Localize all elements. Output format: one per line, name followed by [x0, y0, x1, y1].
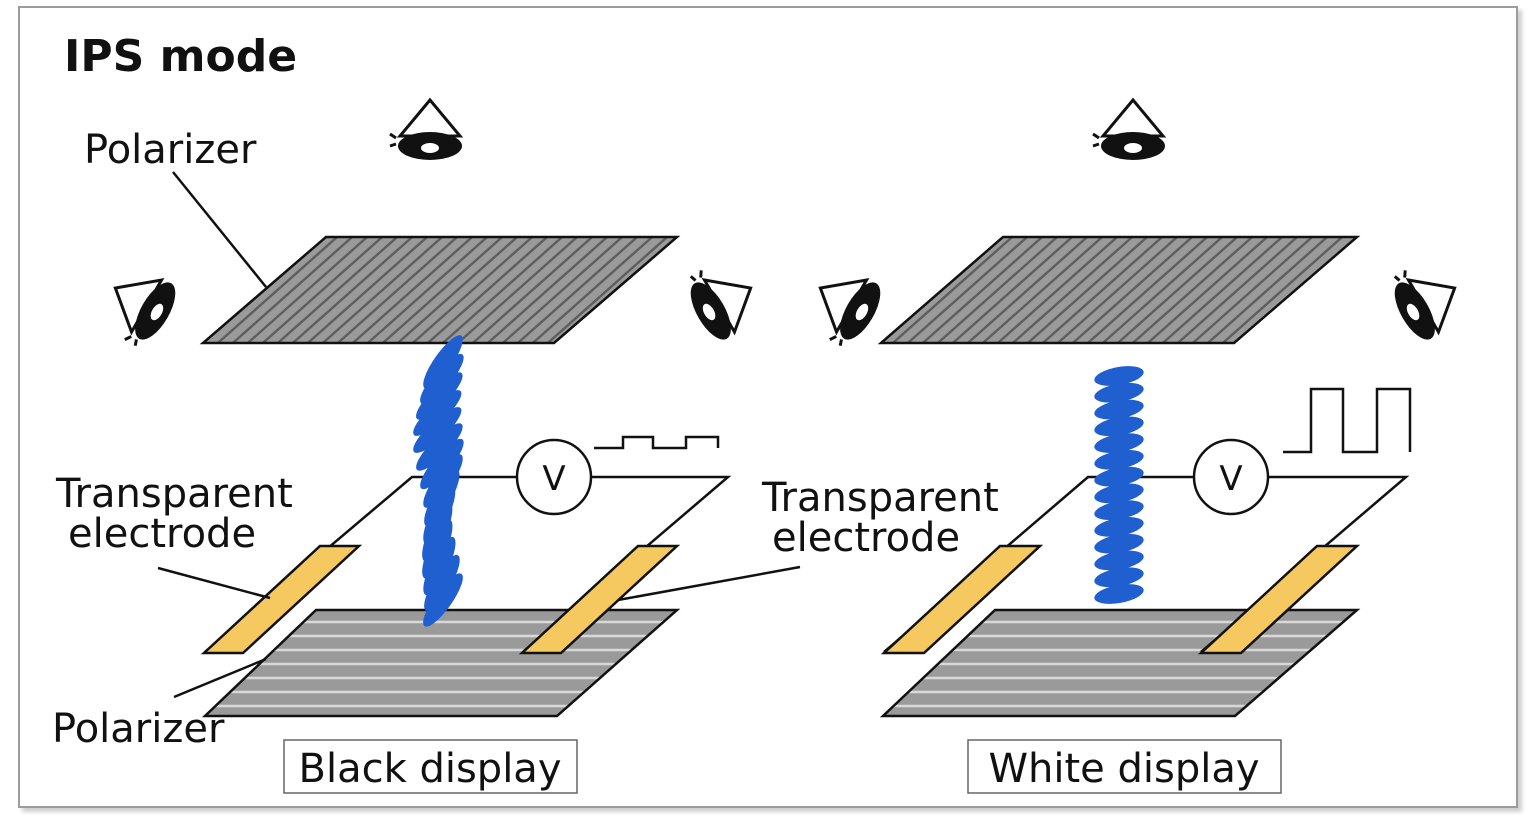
- liquid-crystal-molecule: [1094, 449, 1144, 470]
- liquid-crystal-molecule: [1094, 366, 1144, 386]
- liquid-crystal-molecule: [420, 438, 464, 490]
- electrode-left-b: [518, 544, 681, 655]
- caption-black-display: Black display: [299, 746, 562, 792]
- liquid-crystal-molecule: [423, 536, 456, 596]
- label-electrode-right-line1: Transparent: [761, 475, 999, 521]
- liquid-crystal-molecule: [1094, 433, 1144, 453]
- liquid-crystal-molecule: [1094, 399, 1144, 420]
- caption-box-black: [283, 739, 578, 794]
- label-electrode-right-line2: electrode: [772, 515, 960, 561]
- liquid-crystal-molecule: [1094, 584, 1144, 604]
- liquid-crystal-molecule: [1094, 382, 1144, 403]
- caption-white-display: White display: [988, 746, 1259, 792]
- panel-black-display: V Polarizer Transparent electrode Transp…: [52, 98, 999, 794]
- liquid-crystal-molecule: [413, 390, 462, 436]
- eye-icon: [1091, 98, 1167, 162]
- liquid-crystal-molecule: [1094, 416, 1144, 437]
- liquid-crystal-molecule: [1094, 550, 1144, 571]
- leader-polarizer-top: [172, 171, 267, 288]
- liquid-crystal-molecule: [422, 519, 453, 579]
- eye-icon: [93, 258, 185, 355]
- label-polarizer-top: Polarizer: [84, 127, 257, 173]
- diagram-title: IPS mode: [64, 31, 297, 82]
- liquid-crystal-molecule: [1094, 483, 1144, 504]
- leader-electrode-left: [157, 566, 271, 600]
- liquid-crystal-molecule: [1094, 466, 1144, 487]
- liquid-crystal-molecule: [423, 573, 463, 627]
- liquid-crystal-molecule: [416, 423, 463, 471]
- eye-icon: [388, 98, 464, 162]
- liquid-crystal-molecule: [1094, 533, 1144, 554]
- eye-icon: [1381, 251, 1473, 348]
- liquid-crystal-molecule: [420, 353, 464, 405]
- signal-wave-high: [1283, 387, 1412, 454]
- liquid-crystal-molecule: [1094, 567, 1144, 588]
- eye-icon: [677, 251, 769, 348]
- electrode-left-a: [200, 544, 363, 655]
- voltmeter-left: V: [515, 438, 593, 516]
- top-polarizer-left: [199, 235, 681, 345]
- electrode-right-a: [880, 544, 1044, 655]
- liquid-crystal-molecule: [1094, 517, 1144, 537]
- label-electrode-left-line2: electrode: [68, 511, 256, 557]
- caption-box-white: [967, 739, 1282, 794]
- label-electrode-left-line1: Transparent: [55, 471, 293, 517]
- electrode-right-b: [1197, 544, 1361, 655]
- svg-text:V: V: [1219, 459, 1242, 499]
- liquid-crystal-molecule: [416, 372, 463, 420]
- svg-text:V: V: [542, 459, 565, 499]
- leader-polarizer-bottom: [173, 657, 267, 699]
- liquid-crystal-molecule: [413, 407, 462, 453]
- liquid-crystal-molecule: [423, 335, 463, 389]
- panel-white-display: V White display: [798, 98, 1473, 794]
- voltmeter-right: V: [1192, 438, 1270, 516]
- liquid-crystal-molecule: [424, 554, 460, 612]
- liquid-crystal-twisted: [413, 335, 464, 627]
- eye-icon: [798, 258, 890, 355]
- liquid-crystal-aligned: [1094, 366, 1144, 604]
- leader-electrode-right: [617, 565, 801, 602]
- signal-wave-low: [594, 435, 720, 450]
- liquid-crystal-molecule: [1094, 500, 1144, 521]
- label-polarizer-bottom: Polarizer: [52, 706, 225, 752]
